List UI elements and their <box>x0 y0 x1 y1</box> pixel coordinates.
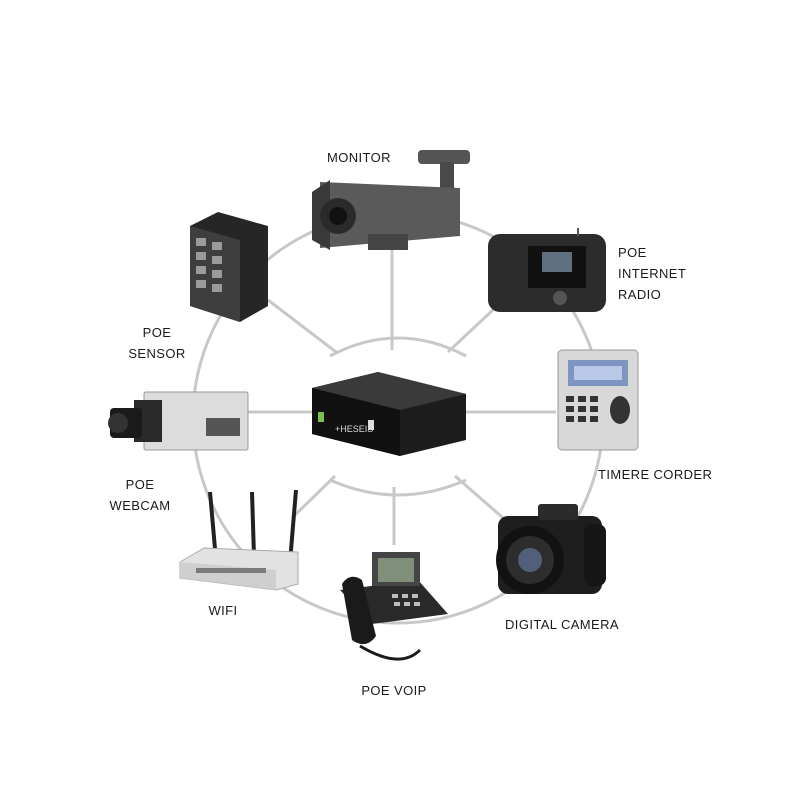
poe-injector-icon: +HESEIS <box>312 372 466 456</box>
label-digital-camera: DIGITAL CAMERA <box>500 614 624 635</box>
spoke-wifi <box>290 474 337 520</box>
label-camera-line1: DIGITAL CAMERA <box>505 617 619 632</box>
label-monitor: MONITOR <box>322 147 396 168</box>
label-sensor-line1: POE <box>142 325 172 340</box>
dslr-camera-icon <box>496 504 606 594</box>
internet-radio-icon <box>488 228 606 312</box>
label-monitor-line1: MONITOR <box>327 150 391 165</box>
network-switch-icon <box>190 212 268 322</box>
inner-arc-top <box>329 336 467 358</box>
label-webcam-line2: WEBCAM <box>109 498 171 513</box>
label-wifi-line1: WIFI <box>208 603 238 618</box>
label-poe-voip: POE VOIP <box>354 680 434 701</box>
time-recorder-icon <box>557 349 639 451</box>
voip-phone-icon <box>340 552 448 661</box>
spoke-camera <box>454 474 511 526</box>
center-brand-text: +HESEIS <box>335 424 373 434</box>
inner-arc-bottom <box>329 478 467 497</box>
wifi-router-icon <box>179 489 299 591</box>
spokes <box>248 250 556 545</box>
label-voip-line1: POE VOIP <box>361 683 427 698</box>
label-radio-line3: RADIO <box>618 287 662 302</box>
box-camera-icon <box>108 391 249 451</box>
spoke-radio <box>446 306 497 354</box>
label-sensor-line2: SENSOR <box>128 346 186 361</box>
label-radio-line2: INTERNET <box>618 266 687 281</box>
label-recorder-line1: TIMERE CORDER <box>598 467 713 482</box>
label-poe-internet-radio: POE INTERNET RADIO <box>618 242 686 305</box>
label-webcam-line1: POE <box>125 477 155 492</box>
label-timere-corder: TIMERE CORDER <box>598 464 712 485</box>
label-wifi: WIFI <box>200 600 246 621</box>
label-radio-line1: POE <box>618 245 647 260</box>
bullet-camera-icon <box>312 150 470 250</box>
label-poe-webcam: POE WEBCAM <box>104 474 176 516</box>
spoke-sensor <box>267 298 337 354</box>
label-poe-sensor: POE SENSOR <box>120 322 194 364</box>
